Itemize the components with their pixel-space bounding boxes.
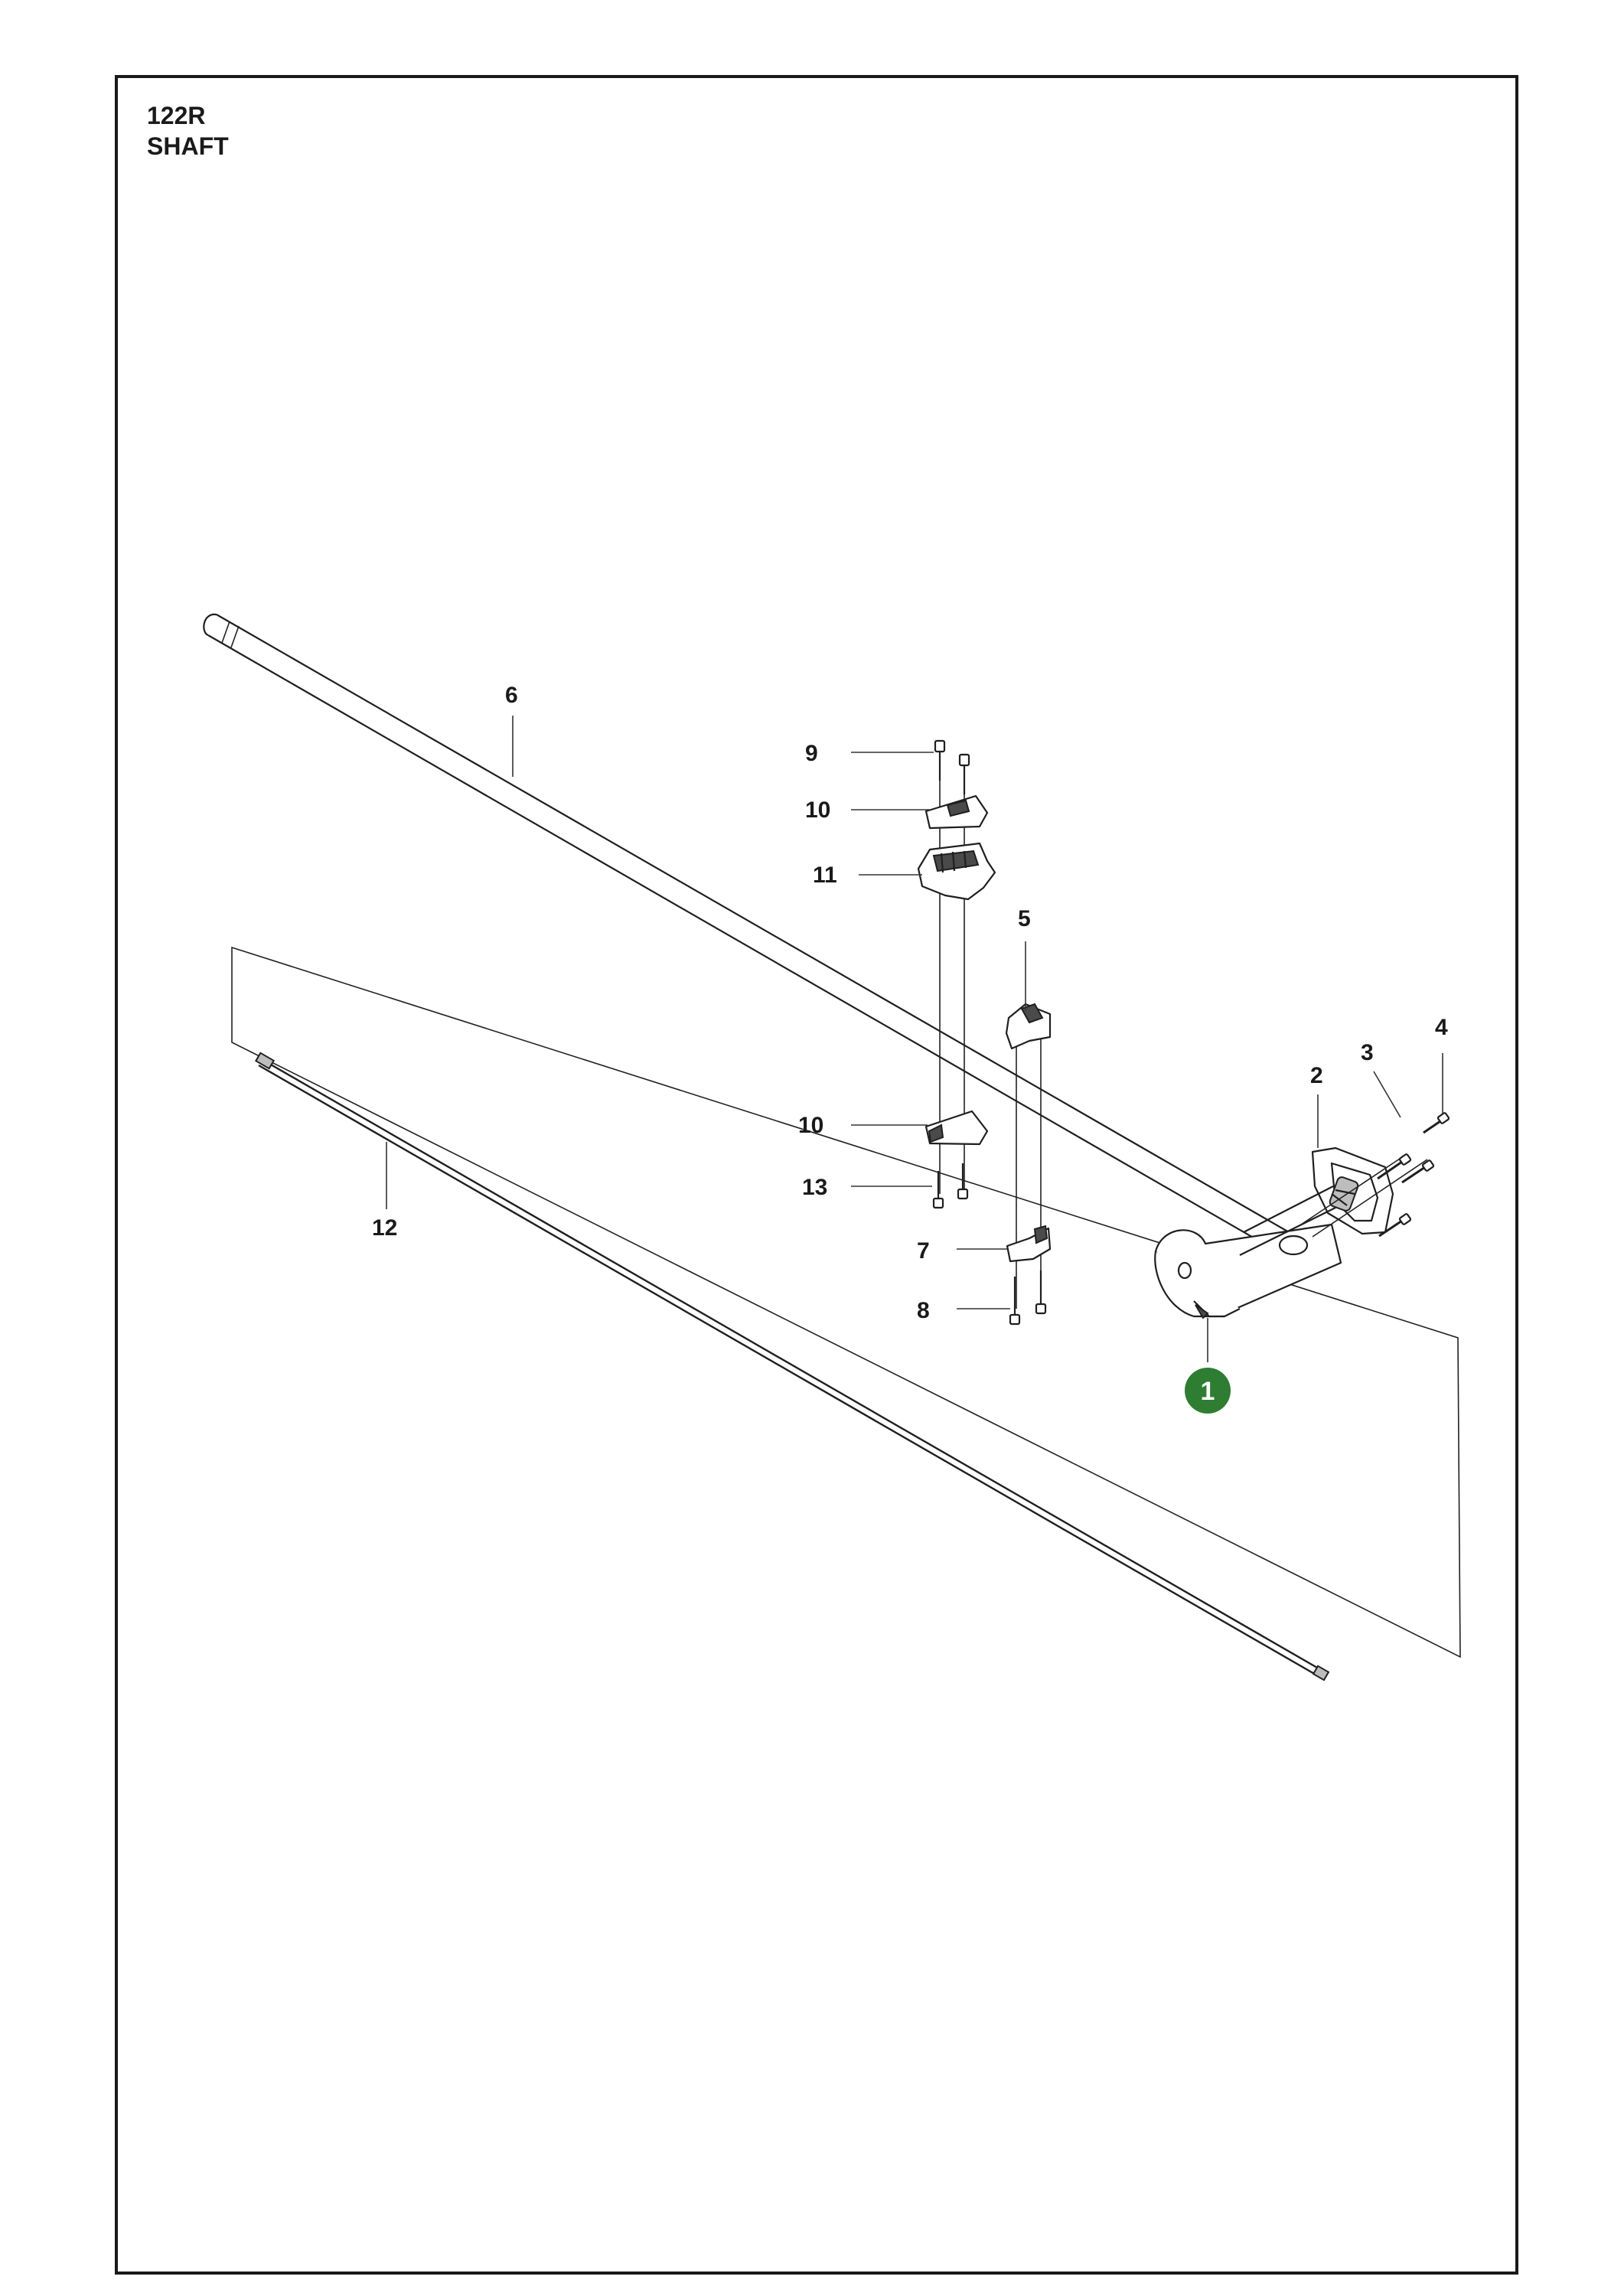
background-panel [231,946,1461,1658]
leader-3 [1373,1071,1401,1118]
screw-top [934,739,970,794]
callout-1-circle [1185,1368,1231,1414]
bracket-screws [1009,1270,1047,1326]
callout-4: 4 [1435,1015,1448,1040]
screw-bottom [932,1163,969,1209]
callout-10-bottom: 10 [798,1113,823,1138]
callout-7: 7 [917,1238,930,1264]
plate-screws [1300,1112,1450,1238]
guard-assembly [1154,1146,1394,1319]
lower-bracket [1006,1225,1052,1263]
handle-clamp-assembly [917,739,996,1209]
clamp-top [925,794,989,830]
section-title: SHAFT [147,132,229,160]
callout-9: 9 [805,741,818,766]
callout-2: 2 [1310,1063,1323,1088]
upper-bracket [1005,1003,1052,1050]
callout-13: 13 [802,1175,827,1200]
callout-1-badge: 1 [1185,1368,1231,1414]
shaft-tube [203,613,1336,1271]
model-title: 122R [147,102,206,129]
callout-5: 5 [1018,906,1031,931]
bracket-assembly [1005,1003,1052,1326]
callout-8: 8 [917,1298,930,1323]
callout-11: 11 [813,863,837,888]
handle-knob [917,842,996,901]
callout-10-top: 10 [805,797,830,823]
callout-3: 3 [1361,1040,1374,1065]
mounting-plate [1311,1146,1394,1235]
clamp-bottom [925,1110,989,1146]
page-frame [115,75,1518,2275]
callout-12: 12 [372,1215,397,1241]
callout-1: 1 [1201,1377,1215,1406]
drive-shaft [254,1052,1330,1681]
callout-6: 6 [505,683,518,708]
